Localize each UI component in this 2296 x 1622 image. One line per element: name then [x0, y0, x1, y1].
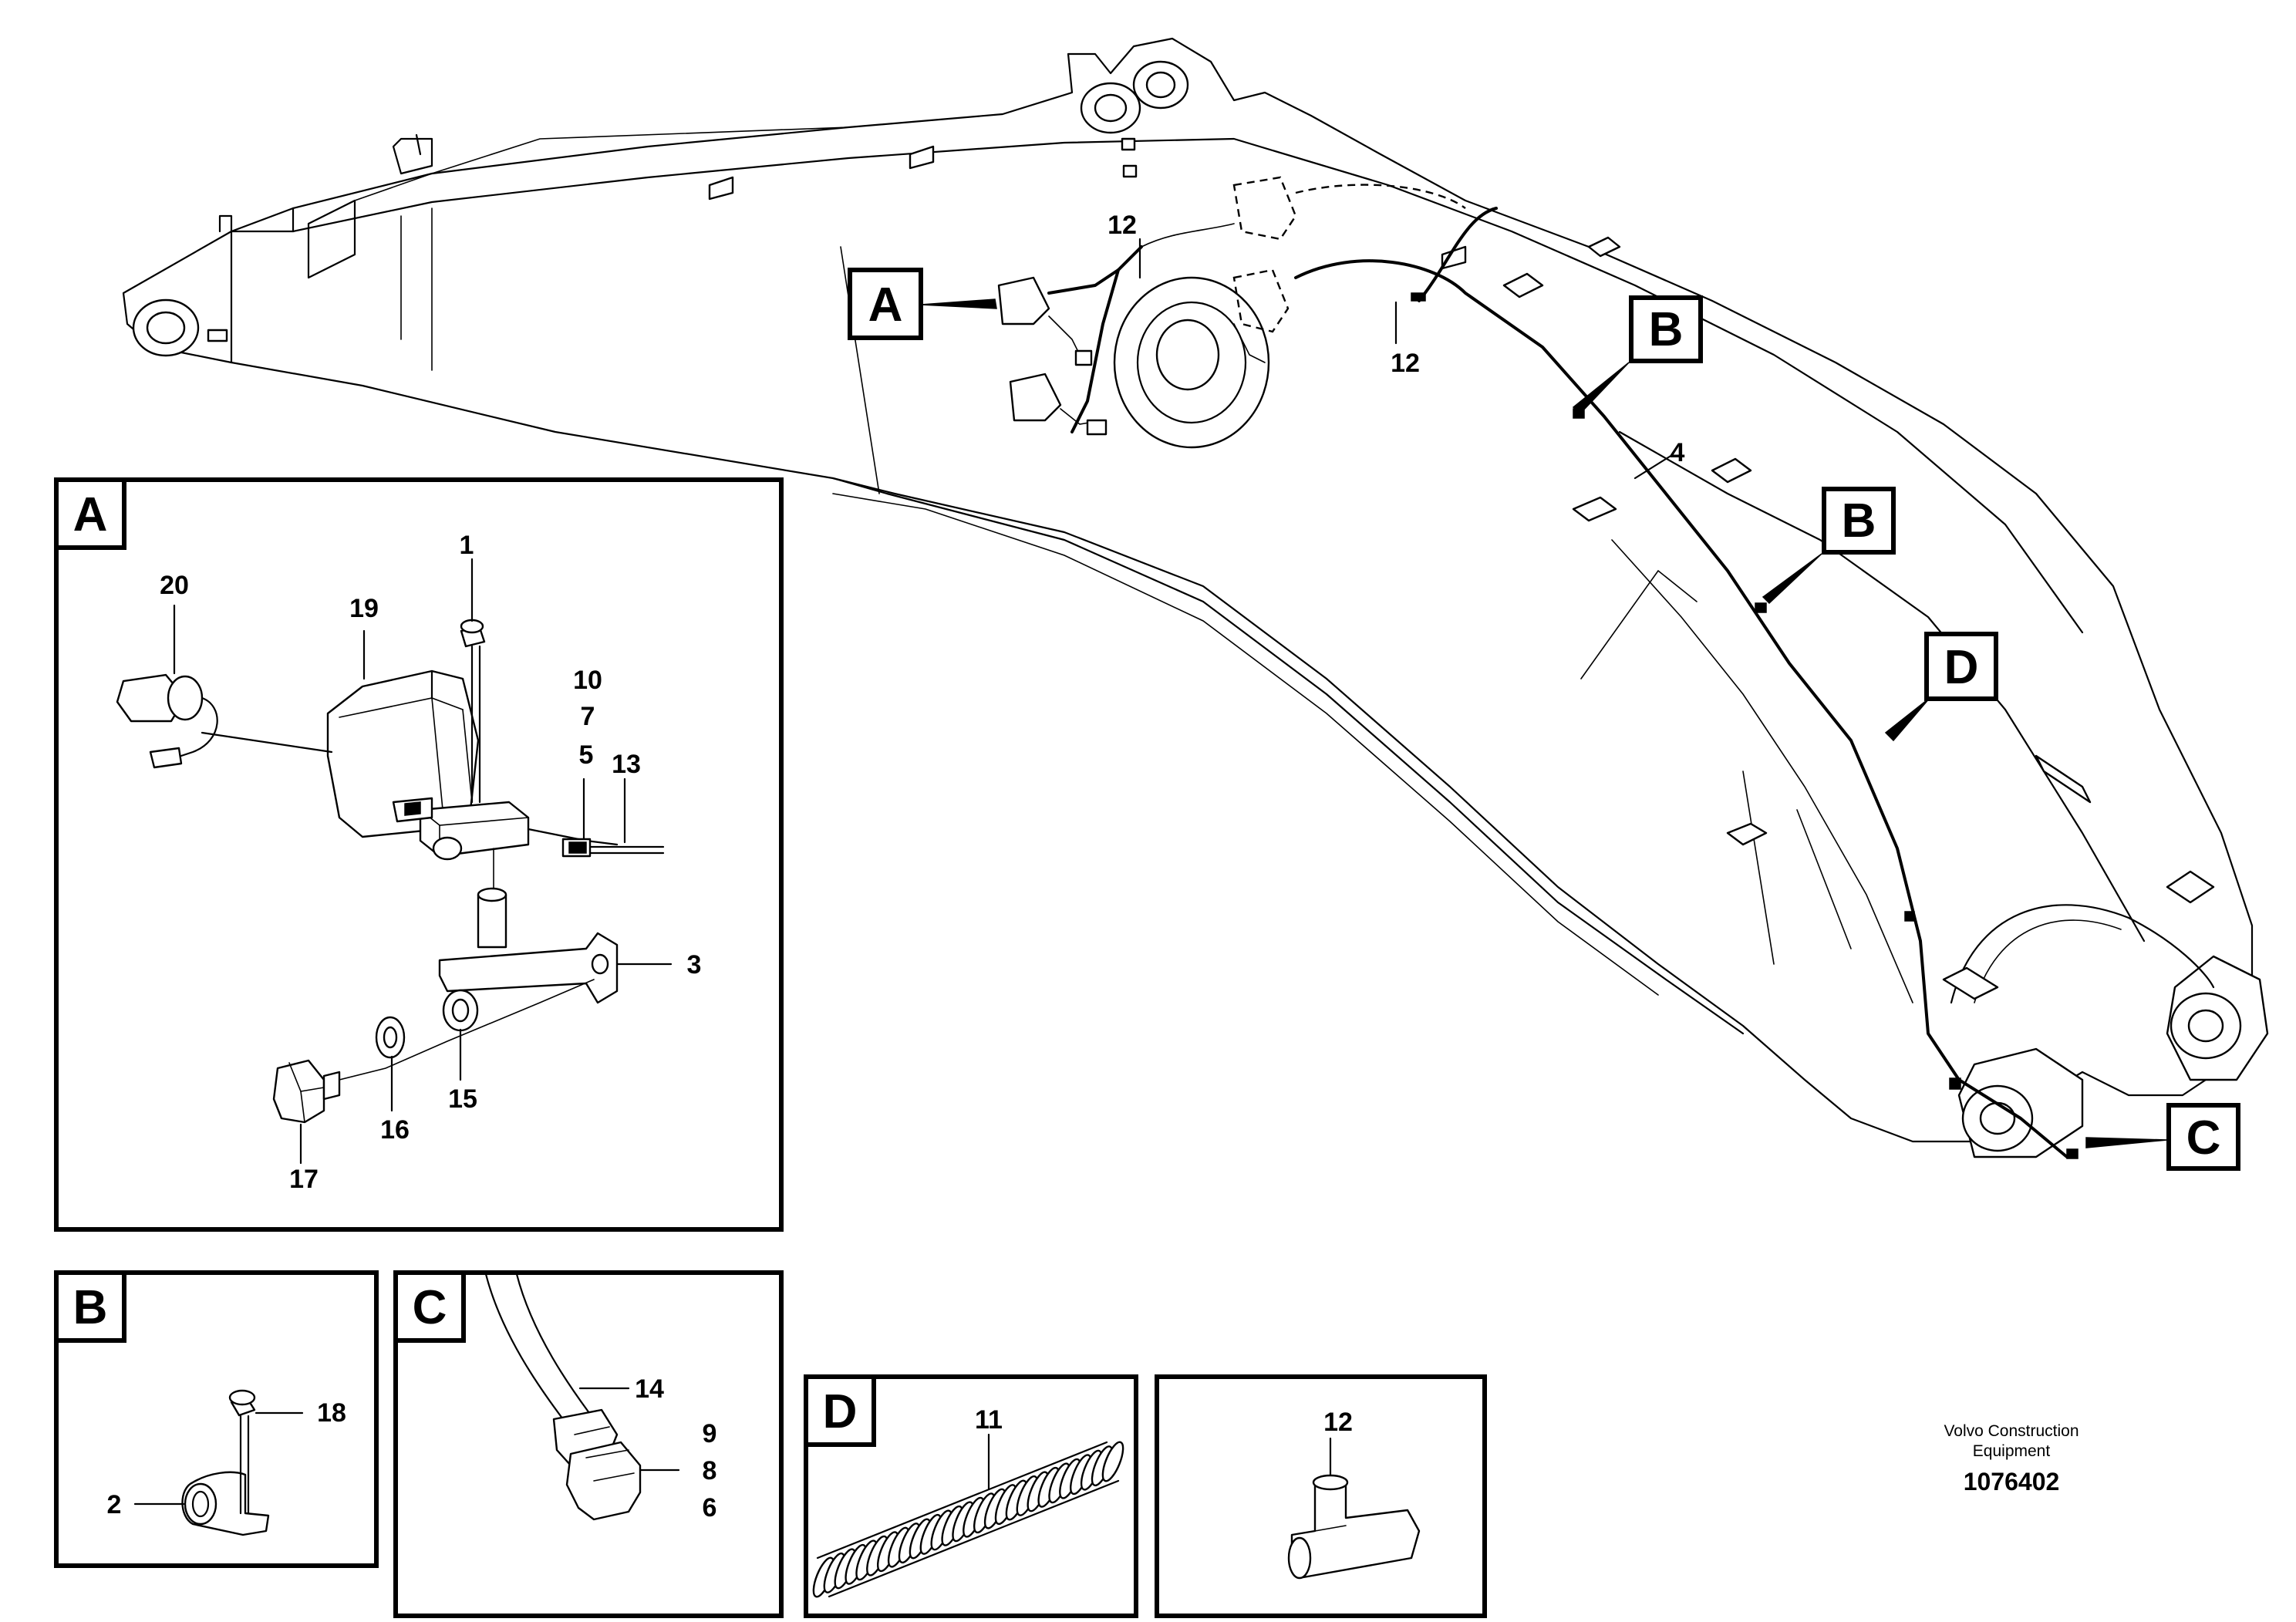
panel-d-tag-box: [804, 1374, 876, 1447]
panel-a-tag-box: [54, 477, 126, 550]
detail-panel-a: [54, 477, 784, 1232]
part-number-5: 5: [579, 740, 594, 770]
callout-d-label: D: [1944, 641, 1979, 694]
footer-drawing-number: 1076402: [1964, 1468, 2060, 1496]
panel-b-tag-box: [54, 1270, 126, 1343]
callout-b-lower-label: B: [1842, 494, 1876, 548]
callout-d: [1884, 632, 1998, 742]
part-number-1: 1: [460, 531, 474, 560]
panel-a-label: A: [73, 488, 108, 541]
callout-a: [848, 268, 997, 340]
part-number-9: 9: [703, 1419, 717, 1448]
panel-c-drawing: [484, 1273, 680, 1521]
part-number-13: 13: [612, 750, 641, 779]
part-number-16: 16: [380, 1115, 410, 1145]
part-number-12-detail: 12: [1323, 1408, 1353, 1437]
part-number-20: 20: [160, 571, 189, 600]
part-number-8: 8: [703, 1456, 717, 1485]
leader-4: [1633, 454, 1674, 480]
panel-c-label: C: [413, 1281, 447, 1334]
part-number-3: 3: [687, 950, 702, 980]
part-number-12-top: 12: [1108, 211, 1137, 240]
panel-d-drawing: [812, 1433, 1124, 1598]
corrugation-ring: [1101, 1441, 1124, 1482]
panel-a-drawing: [116, 558, 673, 1165]
panel-b-label: B: [73, 1281, 108, 1334]
footer-company-line2: Equipment: [1973, 1442, 2051, 1460]
part-number-15: 15: [448, 1084, 477, 1114]
part-number-18: 18: [317, 1398, 346, 1428]
work-lamp-group: [997, 176, 1297, 436]
mounting-blocks: [708, 137, 2215, 1000]
callout-c: [2085, 1103, 2240, 1171]
part-number-4: 4: [1671, 438, 1685, 467]
callout-b-upper-label: B: [1649, 303, 1684, 356]
callout-b-lower: [1762, 487, 1896, 605]
panel-c-tag-box: [393, 1270, 466, 1343]
panel-b-drawing: [133, 1389, 304, 1536]
callout-c-label: C: [2186, 1111, 2221, 1165]
boom-assembly: [122, 37, 2269, 1158]
part-number-2: 2: [107, 1490, 122, 1519]
panel-12-drawing: [1287, 1437, 1421, 1580]
callout-a-label: A: [868, 278, 903, 332]
part-number-14: 14: [635, 1374, 664, 1404]
part-number-12-lower: 12: [1391, 349, 1420, 378]
corrugation-rings: [812, 1441, 1124, 1598]
part-number-19: 19: [349, 594, 379, 623]
part-number-10: 10: [573, 666, 602, 695]
footer-company-line1: Volvo Construction: [1944, 1422, 2079, 1440]
hose-route: [1294, 184, 2079, 1159]
part-number-11: 11: [975, 1405, 1003, 1435]
callout-b-upper: [1572, 295, 1703, 413]
part-number-17: 17: [289, 1165, 319, 1194]
part-number-7: 7: [581, 702, 595, 731]
part-number-6: 6: [703, 1493, 717, 1523]
panel-d-label: D: [823, 1385, 858, 1438]
